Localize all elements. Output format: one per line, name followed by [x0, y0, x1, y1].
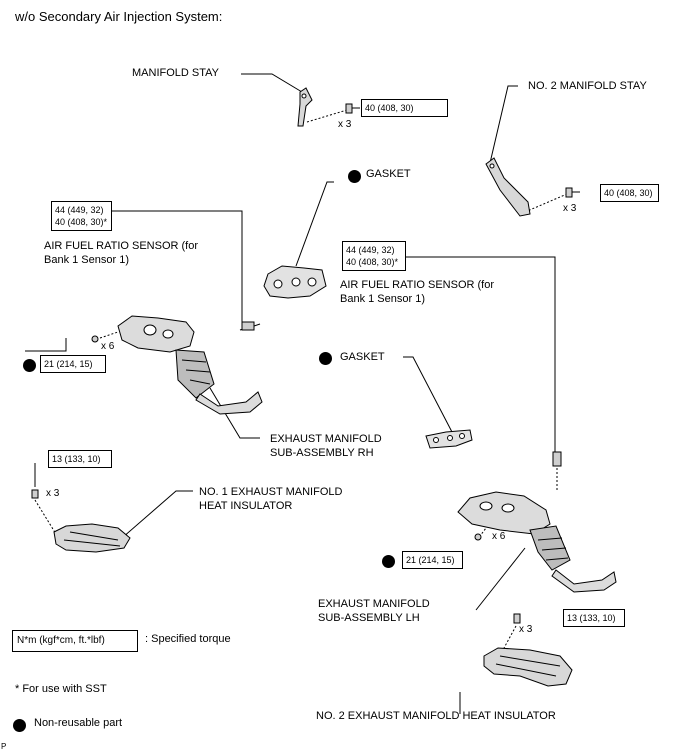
- no2-manifold-stay-part: [485, 157, 531, 217]
- gasket-mid-part: [425, 429, 473, 449]
- label-af-sensor-right-l2: Bank 1 Sensor 1): [340, 293, 425, 305]
- label-exhaust-manifold-lh-l1: EXHAUST MANIFOLD: [318, 598, 430, 610]
- manifold-stay-part: [297, 87, 313, 127]
- torque-value: 40 (408, 30): [604, 188, 653, 198]
- torque-value-a: 44 (449, 32): [55, 205, 104, 215]
- label-no1-heat-insulator-l1: NO. 1 EXHAUST MANIFOLD: [199, 486, 343, 498]
- count-no1-insulator: x 3: [46, 488, 60, 499]
- torque-value: 13 (133, 10): [567, 613, 616, 623]
- count-no2-manifold-stay: x 3: [563, 203, 577, 214]
- label-manifold-stay: MANIFOLD STAY: [132, 67, 219, 79]
- no2-manifold-stay-bolt: [565, 187, 580, 198]
- torque-box-af-sensor-right: 44 (449, 32) 40 (408, 30)*: [342, 241, 406, 272]
- label-exhaust-manifold-rh-l1: EXHAUST MANIFOLD: [270, 433, 382, 445]
- label-af-sensor-left-l1: AIR FUEL RATIO SENSOR (for: [44, 240, 199, 252]
- non-reusable-marker-gasket-top: [348, 170, 361, 183]
- rh-nut: [91, 335, 99, 343]
- non-reusable-marker-rh-nuts: [23, 359, 36, 372]
- no2-insulator-bolt: [513, 613, 521, 624]
- label-no2-manifold-stay: NO. 2 MANIFOLD STAY: [528, 80, 647, 92]
- label-af-sensor-left-l2: Bank 1 Sensor 1): [44, 254, 129, 266]
- gasket-top-part: [263, 265, 327, 299]
- diagram-title: w/o Secondary Air Injection System:: [15, 9, 223, 24]
- label-gasket-mid: GASKET: [340, 351, 385, 363]
- af-sensor-left-part: [241, 321, 261, 331]
- legend-non-reusable-label: Non-reusable part: [34, 717, 123, 729]
- label-exhaust-manifold-rh-l2: SUB-ASSEMBLY RH: [270, 447, 374, 459]
- legend-sst-note: * For use with SST: [15, 683, 107, 695]
- count-lh-nuts: x 6: [492, 531, 506, 542]
- torque-box-lh-nuts: 21 (214, 15): [402, 551, 463, 570]
- legend-unit-desc: : Specified torque: [145, 633, 231, 645]
- torque-value-a: 44 (449, 32): [346, 245, 395, 255]
- no1-heat-insulator-part: [53, 523, 131, 553]
- manifold-stay-bolt: [345, 103, 360, 114]
- legend-unit: N*m (kgf*cm, ft.*lbf): [17, 635, 105, 646]
- count-manifold-stay: x 3: [338, 119, 352, 130]
- torque-value: 21 (214, 15): [44, 359, 93, 369]
- non-reusable-marker-gasket-mid: [319, 352, 332, 365]
- label-no2-heat-insulator: NO. 2 EXHAUST MANIFOLD HEAT INSULATOR: [316, 710, 556, 722]
- torque-value-b: 40 (408, 30)*: [55, 217, 108, 228]
- torque-value: 40 (408, 30): [365, 103, 414, 113]
- lh-nut: [474, 533, 482, 541]
- torque-box-manifold-stay: 40 (408, 30): [361, 99, 448, 118]
- count-no2-insulator: x 3: [519, 624, 533, 635]
- torque-box-no2-manifold-stay: 40 (408, 30): [600, 184, 659, 203]
- label-exhaust-manifold-lh-l2: SUB-ASSEMBLY LH: [318, 612, 420, 624]
- page-mark: P: [1, 742, 7, 751]
- label-af-sensor-right-l1: AIR FUEL RATIO SENSOR (for: [340, 279, 495, 291]
- count-rh-nuts: x 6: [101, 341, 115, 352]
- torque-value: 13 (133, 10): [52, 454, 101, 464]
- torque-box-no1-insulator: 13 (133, 10): [48, 450, 112, 469]
- no1-insulator-bolt: [31, 489, 39, 499]
- exhaust-manifold-rh-part: [117, 315, 263, 415]
- exhaust-manifold-lh-part: [457, 491, 617, 593]
- bolt-lines: [34, 109, 568, 649]
- af-sensor-right-part: [552, 451, 562, 467]
- non-reusable-marker-lh-nuts: [382, 555, 395, 568]
- legend-unit-box: N*m (kgf*cm, ft.*lbf): [12, 630, 138, 652]
- torque-box-rh-nuts: 21 (214, 15): [40, 355, 106, 374]
- torque-box-no2-insulator: 13 (133, 10): [563, 609, 625, 628]
- leader-lines: [25, 73, 556, 714]
- torque-value: 21 (214, 15): [406, 555, 455, 565]
- label-no1-heat-insulator-l2: HEAT INSULATOR: [199, 500, 293, 512]
- no2-heat-insulator-part: [483, 647, 573, 687]
- label-gasket-top: GASKET: [366, 168, 411, 180]
- legend-non-reusable-marker: [13, 719, 26, 732]
- torque-value-b: 40 (408, 30)*: [346, 257, 399, 268]
- torque-box-af-sensor-left: 44 (449, 32) 40 (408, 30)*: [51, 201, 112, 232]
